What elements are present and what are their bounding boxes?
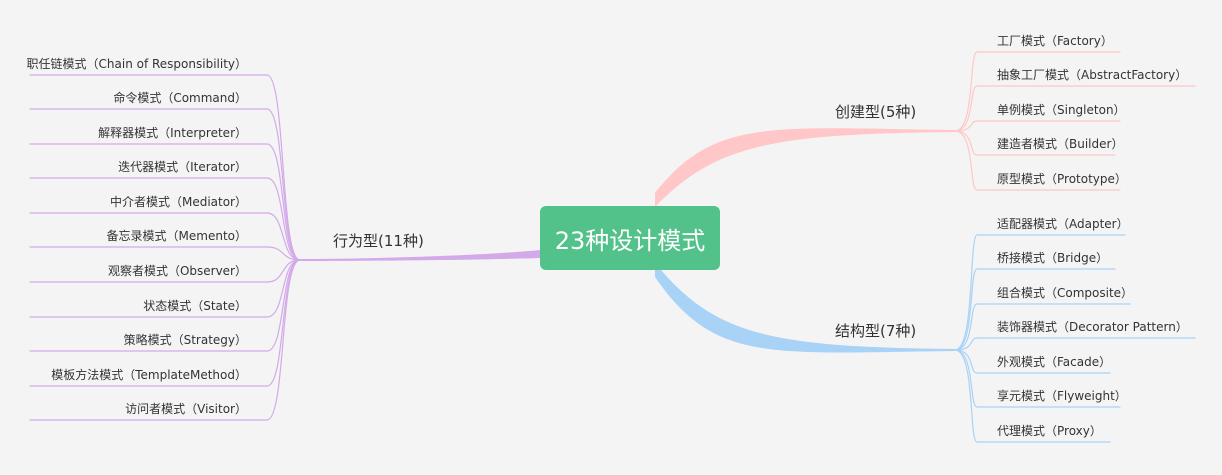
creational-pattern-item[interactable]: 工厂模式（Factory） (997, 34, 1113, 48)
structural-pattern-item[interactable]: 装饰器模式（Decorator Pattern） (997, 320, 1188, 334)
root-label: 23种设计模式 (554, 226, 706, 255)
structural-leaf-connector (954, 268, 1116, 351)
structural-pattern-item[interactable]: 组合模式（Composite） (997, 286, 1134, 300)
creational-leaf-connector (954, 85, 1196, 132)
behavioral-leaf-connector (29, 259, 301, 283)
behavioral-pattern-item[interactable]: 迭代器模式（Iterator） (118, 160, 247, 174)
root-node[interactable]: 23种设计模式 (540, 206, 720, 270)
behavioral-pattern-item[interactable]: 命令模式（Command） (113, 91, 247, 105)
creational-pattern-item[interactable]: 原型模式（Prototype） (997, 172, 1127, 186)
structural-pattern-item[interactable]: 享元模式（Flyweight） (997, 389, 1127, 403)
behavioral-pattern-item[interactable]: 中介者模式（Mediator） (109, 195, 247, 209)
structural-leaf-connector (954, 349, 1121, 408)
creational-trunk (655, 128, 955, 207)
behavioral-pattern-item[interactable]: 状态模式（State） (143, 299, 247, 313)
structural-pattern-item[interactable]: 适配器模式（Adapter） (997, 217, 1129, 231)
behavioral-leaf-connector (29, 246, 301, 261)
behavioral-pattern-item[interactable]: 策略模式（Strategy） (123, 333, 247, 347)
behavioral-trunk (300, 250, 540, 261)
branch-label-structural[interactable]: 结构型(7种) (835, 322, 917, 340)
creational-pattern-item[interactable]: 建造者模式（Builder） (997, 137, 1124, 151)
behavioral-leaf-connector (29, 259, 301, 421)
behavioral-pattern-item[interactable]: 观察者模式（Observer） (107, 264, 247, 278)
structural-pattern-item[interactable]: 代理模式（Proxy） (997, 424, 1102, 438)
creational-leaf-connector (954, 120, 1121, 132)
creational-pattern-item[interactable]: 抽象工厂模式（AbstractFactory） (997, 68, 1188, 82)
behavioral-leaf-connector (29, 108, 301, 261)
behavioral-leaf-connector (29, 143, 301, 261)
structural-leaf-connector (954, 349, 1111, 374)
creational-leaf-connector (954, 130, 1116, 156)
creational-leaf-connector (954, 51, 1121, 132)
behavioral-leaf-connector (29, 259, 301, 318)
behavioral-leaf-connector (29, 212, 301, 261)
creational-pattern-item[interactable]: 单例模式（Singleton） (997, 103, 1126, 117)
branch-label-behavioral[interactable]: 行为型(11种) (333, 232, 424, 250)
structural-leaf-connector (954, 303, 1131, 351)
behavioral-pattern-item[interactable]: 解释器模式（Interpreter） (98, 126, 247, 140)
behavioral-pattern-item[interactable]: 备忘录模式（Memento） (106, 229, 247, 243)
creational-leaf-connector (954, 130, 1121, 191)
behavioral-pattern-item[interactable]: 职任链模式（Chain of Responsibility） (26, 57, 247, 71)
structural-pattern-item[interactable]: 桥接模式（Bridge） (997, 251, 1109, 265)
structural-leaf-connector (954, 234, 1126, 351)
behavioral-pattern-item[interactable]: 访问者模式（Visitor） (125, 402, 247, 416)
branch-label-creational[interactable]: 创建型(5种) (835, 103, 917, 121)
structural-leaf-connector (954, 349, 1111, 443)
structural-pattern-item[interactable]: 外观模式（Facade） (997, 355, 1112, 369)
structural-trunk (655, 263, 955, 353)
behavioral-pattern-item[interactable]: 模板方法模式（TemplateMethod） (51, 368, 247, 382)
behavioral-leaf-connector (29, 177, 301, 261)
structural-leaf-connector (954, 337, 1196, 351)
